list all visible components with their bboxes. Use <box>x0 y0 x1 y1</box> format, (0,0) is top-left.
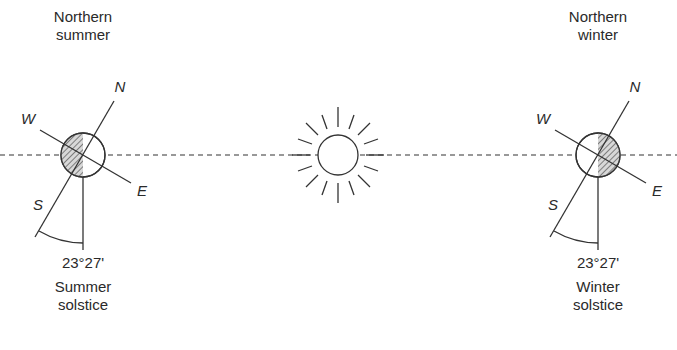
solstice-label: Summer solstice <box>43 278 123 314</box>
heading-label: Northern summer <box>33 8 133 44</box>
axis-letter: W <box>535 110 551 128</box>
heading-label: Northern winter <box>548 8 648 44</box>
angle-label: 23°27' <box>577 254 619 272</box>
axis-letter: E <box>651 182 663 200</box>
earth-winter <box>550 101 646 250</box>
axis-letter: N <box>629 78 642 96</box>
angle-label: 23°27' <box>62 254 104 272</box>
axis-letter: W <box>20 110 36 128</box>
axis-letter: S <box>32 196 44 214</box>
axis-letter: N <box>114 78 127 96</box>
earth-summer <box>35 101 131 250</box>
sun-symbol <box>292 107 384 203</box>
axis-letter: E <box>136 182 148 200</box>
axis-letter: S <box>547 196 559 214</box>
solstice-label: Winter solstice <box>558 278 638 314</box>
